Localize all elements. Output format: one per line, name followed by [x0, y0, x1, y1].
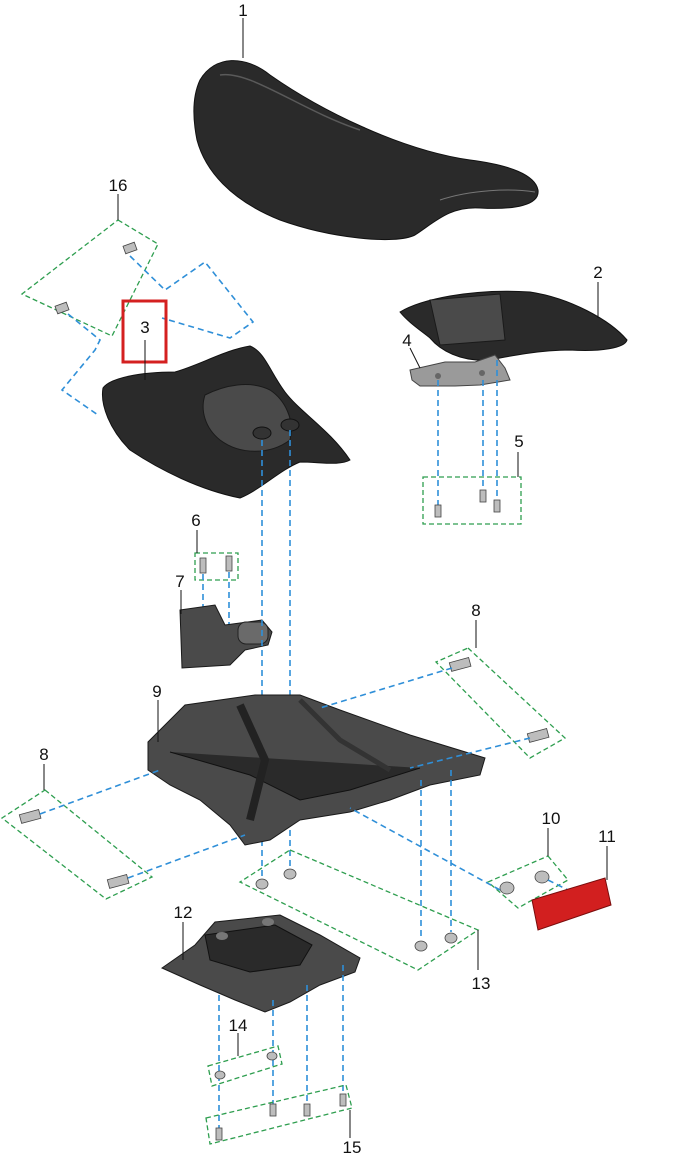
screw-group-5-outline	[422, 476, 522, 525]
nut-13-set[interactable]	[255, 868, 458, 952]
leader-line-4	[409, 347, 421, 369]
battery-tray-part[interactable]	[160, 914, 361, 1013]
axis-10a	[349, 807, 501, 891]
screw-6-set[interactable]	[199, 555, 233, 574]
bolt-8-left-set[interactable]	[18, 809, 130, 889]
callout-11[interactable]: 11	[598, 827, 616, 846]
callout-8-right[interactable]: 8	[471, 601, 480, 620]
callout-7[interactable]: 7	[175, 572, 184, 591]
axis-8-left-b	[127, 834, 246, 879]
callout-2[interactable]: 2	[593, 263, 602, 282]
screw-group-6-outline	[194, 552, 239, 581]
bracket-part[interactable]	[409, 354, 511, 387]
nut-group-13-outline	[238, 849, 480, 971]
callout-6[interactable]: 6	[191, 511, 200, 530]
washer-10-set[interactable]	[499, 870, 550, 895]
axis-16a	[129, 255, 255, 339]
callout-13[interactable]: 13	[472, 974, 491, 993]
axis-8-left-a	[39, 769, 161, 815]
main-frame-part[interactable]	[147, 694, 486, 846]
callout-15[interactable]: 15	[343, 1138, 362, 1157]
screw-5-set[interactable]	[434, 489, 501, 518]
axis-8-right-b	[409, 737, 531, 769]
latch-mechanism-part[interactable]	[179, 604, 273, 669]
nut-group-14-outline	[207, 1045, 283, 1087]
washer-group-10-outline	[486, 855, 570, 909]
rear-cover-part[interactable]	[101, 345, 351, 499]
axis-16b	[60, 313, 102, 416]
callout-12[interactable]: 12	[174, 903, 193, 922]
screw-group-15-outline	[205, 1084, 353, 1145]
callout-16[interactable]: 16	[109, 176, 128, 195]
screw-16-set[interactable]	[54, 241, 138, 315]
callout-5[interactable]: 5	[514, 432, 523, 451]
seat-part[interactable]	[193, 60, 539, 241]
nut-14-set[interactable]	[214, 1051, 278, 1080]
callout-9[interactable]: 9	[152, 682, 161, 701]
rear-fender-part[interactable]	[399, 290, 628, 361]
bolt-8-right-set[interactable]	[448, 657, 550, 743]
callout-14[interactable]: 14	[229, 1016, 248, 1035]
callout-1[interactable]: 1	[238, 1, 247, 20]
callout-3[interactable]: 3	[140, 318, 149, 337]
reflector-part[interactable]	[531, 877, 612, 931]
axis-10b	[547, 879, 579, 896]
screw-15-set[interactable]	[215, 1093, 347, 1141]
bolt-group-8-left-outline	[0, 789, 154, 900]
axis-8-right-a	[319, 667, 453, 709]
bolt-group-8-right-outline	[434, 647, 567, 759]
callout-10[interactable]: 10	[542, 809, 561, 828]
screw-group-16-outline	[20, 219, 159, 337]
callout-4[interactable]: 4	[402, 331, 411, 350]
callout-8-left[interactable]: 8	[39, 745, 48, 764]
